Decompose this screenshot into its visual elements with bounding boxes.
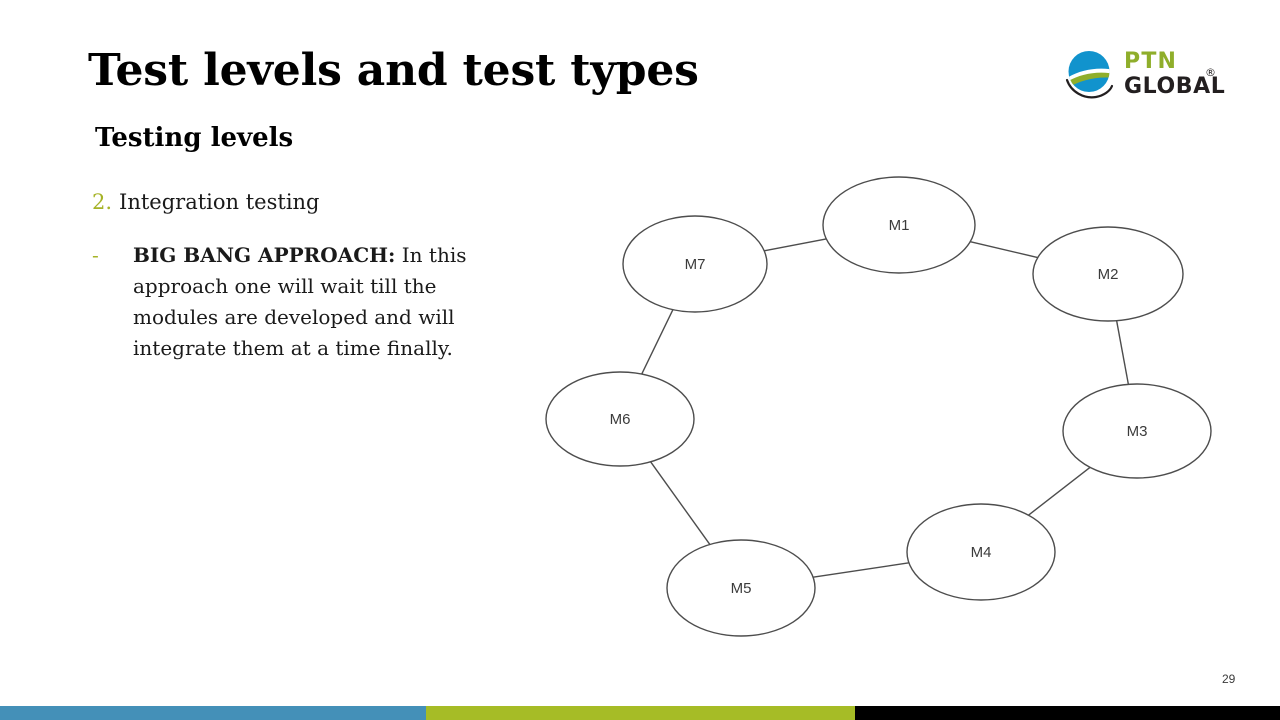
diagram-edge-m7-m1 xyxy=(764,238,827,252)
list-item-body: In this approach one will wait till the … xyxy=(133,243,467,360)
diagram-node-m7: M7 xyxy=(622,215,768,313)
node-label-m3: M3 xyxy=(1127,423,1148,440)
diagram-node-m2: M2 xyxy=(1032,226,1184,322)
logo-line-global: GLOBAL xyxy=(1124,74,1226,99)
diagram-edge-m3-m4 xyxy=(1028,466,1091,516)
node-shape-m5 xyxy=(666,539,816,637)
node-label-m7: M7 xyxy=(685,256,706,273)
node-shape-m7 xyxy=(622,215,768,313)
footer-bar-green xyxy=(426,706,855,720)
node-shape-m1 xyxy=(822,176,976,274)
list-number: 2. xyxy=(92,190,113,214)
node-label-m5: M5 xyxy=(731,580,752,597)
footer-color-bars xyxy=(0,706,1280,720)
node-shape-m6 xyxy=(545,371,695,467)
node-shape-m4 xyxy=(906,503,1056,601)
diagram-edge-m4-m5 xyxy=(812,562,910,578)
node-label-m4: M4 xyxy=(971,544,992,561)
section-subtitle: Testing levels xyxy=(95,123,294,153)
node-shape-m2 xyxy=(1032,226,1184,322)
list-item-paragraph: BIG BANG APPROACH: In this approach one … xyxy=(133,240,512,364)
diagram-edge-m6-m7 xyxy=(641,309,674,375)
list-item-lead: BIG BANG APPROACH: xyxy=(133,243,396,267)
node-shape-m3 xyxy=(1062,383,1212,479)
diagram-edges xyxy=(641,238,1130,578)
node-label-m2: M2 xyxy=(1098,266,1119,283)
diagram-node-m1: M1 xyxy=(822,176,976,274)
diagram-edge-m1-m2 xyxy=(970,241,1038,259)
logo-wordmark: PTN GLOBAL xyxy=(1124,51,1225,98)
diagram-node-m4: M4 xyxy=(906,503,1056,601)
ptn-globe-icon xyxy=(1065,51,1114,99)
diagram-node-m5: M5 xyxy=(666,539,816,637)
diagram-node-m6: M6 xyxy=(545,371,695,467)
list-item-big-bang-approach: - BIG BANG APPROACH: In this approach on… xyxy=(92,240,512,364)
registered-trademark-icon: ® xyxy=(1205,66,1216,79)
logo-line-ptn: PTN xyxy=(1124,49,1178,74)
dash-bullet-icon: - xyxy=(92,243,99,267)
page-title: Test levels and test types xyxy=(88,45,699,96)
node-label-m1: M1 xyxy=(889,217,910,234)
footer-bar-blue xyxy=(0,706,426,720)
brand-logo: PTN GLOBAL ® xyxy=(1062,45,1225,107)
page-number: 29 xyxy=(1222,672,1236,686)
footer-bar-black xyxy=(855,706,1280,720)
list-item-label: Integration testing xyxy=(119,190,320,214)
diagram-edge-m2-m3 xyxy=(1115,320,1130,385)
diagram-edge-m5-m6 xyxy=(650,461,711,545)
list-item-integration-testing: 2. Integration testing xyxy=(92,190,512,214)
content-body: 2. Integration testing - BIG BANG APPROA… xyxy=(92,190,512,364)
node-label-m6: M6 xyxy=(610,411,631,428)
diagram-node-m3: M3 xyxy=(1062,383,1212,479)
